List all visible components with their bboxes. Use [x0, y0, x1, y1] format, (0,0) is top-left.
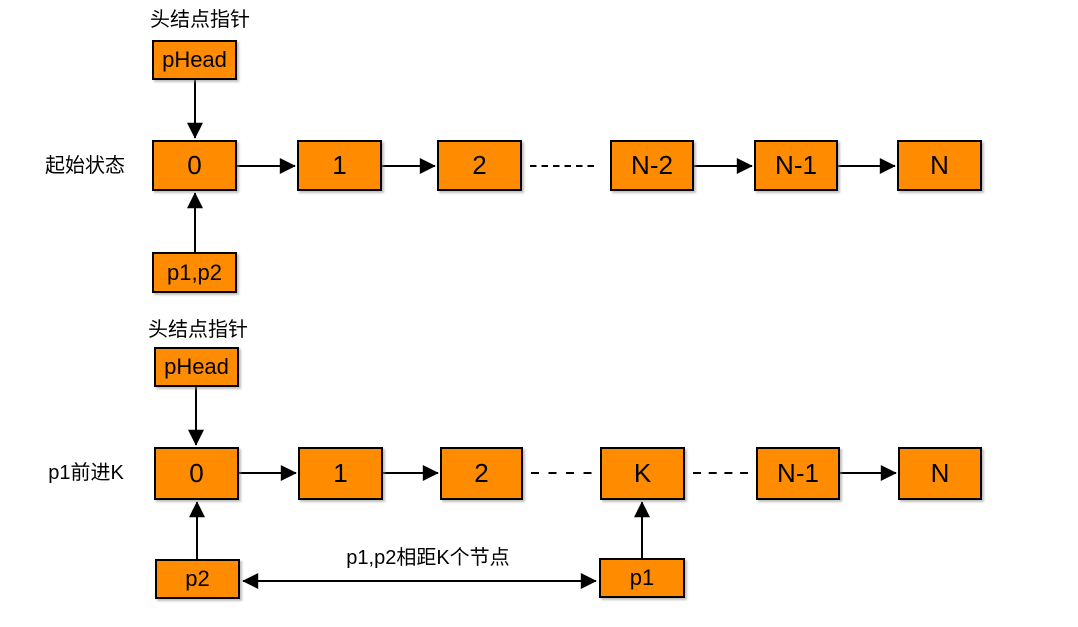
- top-node-1: 1: [297, 140, 382, 191]
- bottom-node-1: 1: [298, 447, 383, 500]
- bottom-node-2: 2: [440, 447, 523, 500]
- top-node-2: 2: [437, 140, 522, 191]
- bottom-p1-box: p1: [599, 558, 685, 598]
- bottom-node-n: N: [898, 447, 982, 500]
- bottom-p2-box: p2: [155, 559, 240, 599]
- top-head-pointer-caption: 头结点指针: [150, 9, 250, 31]
- bottom-phead-box: pHead: [154, 347, 239, 387]
- bottom-head-pointer-caption: 头结点指针: [148, 319, 248, 341]
- bottom-state-label: p1前进K: [48, 462, 124, 484]
- bottom-node-n-1: N-1: [756, 447, 840, 500]
- top-node-n-2: N-2: [610, 140, 694, 191]
- top-phead-box: pHead: [152, 40, 237, 80]
- top-node-n-1: N-1: [754, 140, 838, 191]
- bottom-node-0: 0: [154, 447, 239, 500]
- distance-caption: p1,p2相距K个节点: [346, 547, 510, 569]
- top-state-label: 起始状态: [45, 155, 125, 177]
- bottom-node-k: K: [600, 447, 685, 500]
- top-node-n: N: [897, 140, 982, 191]
- top-node-0: 0: [152, 140, 237, 191]
- top-p1p2-box: p1,p2: [152, 252, 237, 293]
